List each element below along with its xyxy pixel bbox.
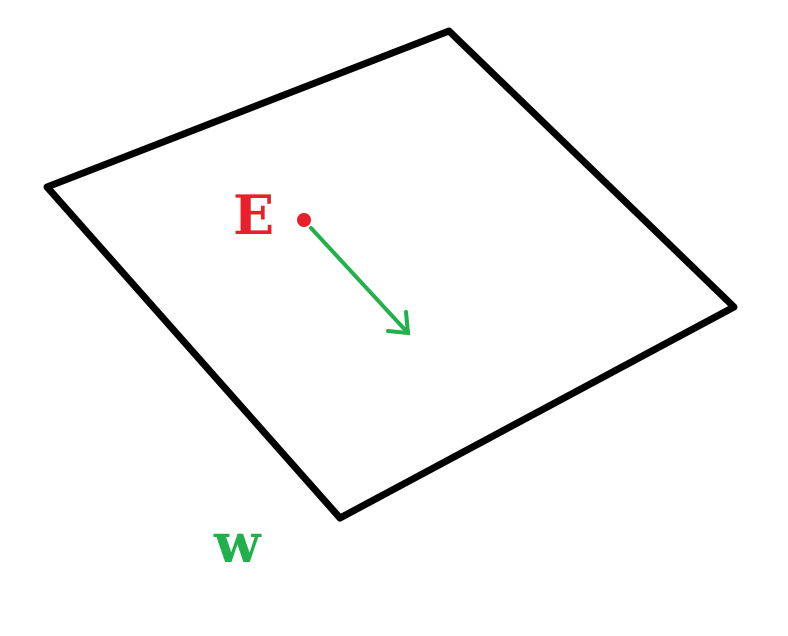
vector-arrow — [309, 226, 411, 336]
plane-quadrilateral — [43, 27, 738, 522]
vector-arrow-head — [386, 310, 411, 336]
vector-w-label: w — [213, 511, 262, 575]
point-e-label: E — [233, 183, 274, 247]
point-e-dot — [297, 213, 311, 227]
vector-arrow-shaft — [309, 226, 410, 335]
